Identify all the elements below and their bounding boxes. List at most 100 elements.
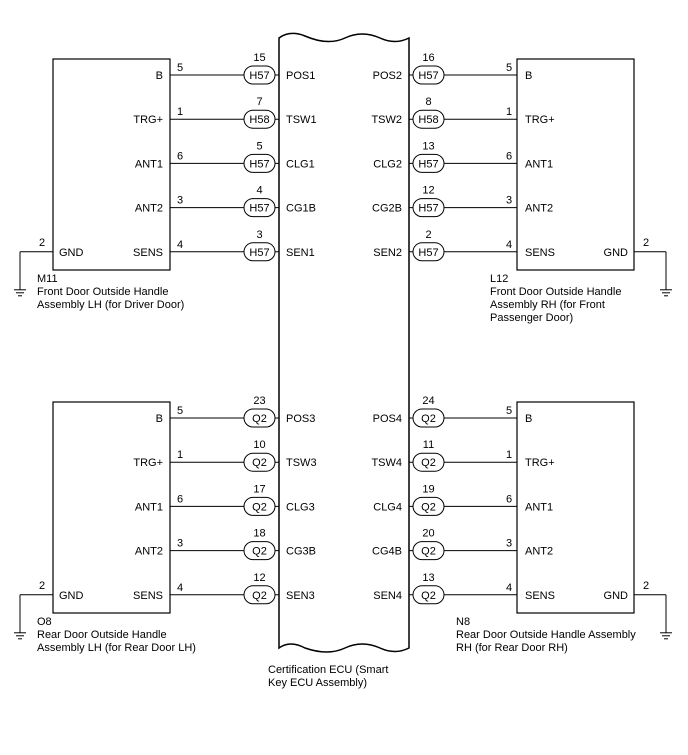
pin-label: ANT1: [135, 501, 163, 513]
connector-code: H57: [249, 158, 269, 170]
signal-name: CLG3: [286, 501, 315, 513]
pin-label: ANT2: [525, 203, 553, 215]
component-code: M11: [37, 273, 58, 285]
pin-label: ANT2: [135, 546, 163, 558]
pin-number: 4: [506, 239, 512, 251]
gnd-pin-number: 2: [643, 237, 649, 249]
signal-name: TSW2: [371, 114, 402, 126]
pin-number: 4: [177, 582, 183, 594]
pin-number: 1: [506, 449, 512, 461]
pin-label: TRG+: [525, 457, 555, 469]
ecu-pin-number: 20: [422, 528, 434, 540]
ecu-pin-number: 10: [253, 439, 265, 451]
block-n8: 5BQ224POS41TRG+Q211TSW46ANT1Q219CLG43ANT…: [371, 395, 672, 654]
connector-pill: [243, 242, 276, 262]
signal-name: CG4B: [372, 546, 402, 558]
connector-pill: [243, 452, 276, 472]
pin-label: TRG+: [133, 457, 163, 469]
pin-number: 3: [177, 538, 183, 550]
pin-label: ANT1: [135, 158, 163, 170]
pin-number: 3: [506, 538, 512, 550]
pin-label: B: [525, 70, 532, 82]
component-description: Assembly RH (for Front: [490, 299, 605, 311]
pin-label: ANT2: [135, 203, 163, 215]
connector-code: Q2: [421, 590, 436, 602]
pin-number: 4: [506, 582, 512, 594]
connector-pill: [243, 541, 276, 561]
ecu-pin-number: 15: [253, 52, 265, 64]
ecu-pin-number: 17: [253, 483, 265, 495]
component-box: [516, 401, 635, 614]
signal-name: TSW1: [286, 114, 317, 126]
connector-code: Q2: [421, 501, 436, 513]
pin-label: SENS: [133, 590, 163, 602]
pin-number: 6: [177, 493, 183, 505]
ecu-pin-number: 13: [422, 572, 434, 584]
connector-pill: [412, 585, 445, 605]
pin-number: 5: [506, 62, 512, 74]
ecu-pin-number: 8: [425, 96, 431, 108]
gnd-pin-number: 2: [39, 237, 45, 249]
pin-label: TRG+: [525, 114, 555, 126]
connector-code: Q2: [252, 457, 267, 469]
gnd-pin-number: 2: [643, 580, 649, 592]
component-code: N8: [456, 616, 470, 628]
ecu-pin-number: 3: [256, 229, 262, 241]
connector-code: Q2: [252, 590, 267, 602]
pin-number: 4: [177, 239, 183, 251]
signal-name: SEN2: [373, 247, 402, 259]
pin-label: B: [525, 413, 532, 425]
connector-pill: [412, 452, 445, 472]
connector-code: H57: [249, 203, 269, 215]
ecu-pin-number: 19: [422, 483, 434, 495]
pin-number: 6: [177, 150, 183, 162]
ecu-pin-number: 7: [256, 96, 262, 108]
pin-number: 6: [506, 150, 512, 162]
component-description: Passenger Door): [490, 312, 573, 324]
signal-name: SEN1: [286, 247, 315, 259]
ecu-caption-line: Key ECU Assembly): [268, 677, 368, 689]
ecu-pin-number: 13: [422, 140, 434, 152]
gnd-pin-number: 2: [39, 580, 45, 592]
component-description: Front Door Outside Handle: [490, 286, 621, 298]
ecu-pin-number: 23: [253, 395, 265, 407]
ecu-body: [278, 32, 410, 653]
connector-pill: [243, 198, 276, 218]
signal-name: CG1B: [286, 203, 316, 215]
component-description: Assembly LH (for Driver Door): [37, 299, 184, 311]
connector-code: Q2: [421, 546, 436, 558]
connector-code: Q2: [252, 413, 267, 425]
pin-label: SENS: [133, 247, 163, 259]
pin-number: 1: [177, 449, 183, 461]
signal-name: TSW3: [286, 457, 317, 469]
component-description: Assembly LH (for Rear Door LH): [37, 642, 196, 654]
signal-name: POS2: [373, 70, 402, 82]
ecu-pin-number: 4: [256, 185, 262, 197]
ecu-pin-number: 24: [422, 395, 434, 407]
pin-label: B: [156, 70, 163, 82]
connector-code: Q2: [252, 546, 267, 558]
connector-pill: [412, 408, 445, 428]
pin-label: TRG+: [133, 114, 163, 126]
connector-code: Q2: [421, 413, 436, 425]
ecu-pin-number: 12: [422, 185, 434, 197]
ecu-pin-number: 2: [425, 229, 431, 241]
connector-pill: [412, 541, 445, 561]
connector-code: H57: [418, 70, 438, 82]
connector-code: H57: [418, 203, 438, 215]
connector-code: H57: [249, 70, 269, 82]
pin-label: SENS: [525, 247, 555, 259]
connector-pill: [412, 242, 445, 262]
connector-pill: [412, 109, 445, 129]
signal-name: CLG1: [286, 158, 315, 170]
signal-name: CG2B: [372, 203, 402, 215]
component-box: [52, 401, 171, 614]
connector-pill: [412, 153, 445, 173]
component-description: Rear Door Outside Handle: [37, 629, 167, 641]
